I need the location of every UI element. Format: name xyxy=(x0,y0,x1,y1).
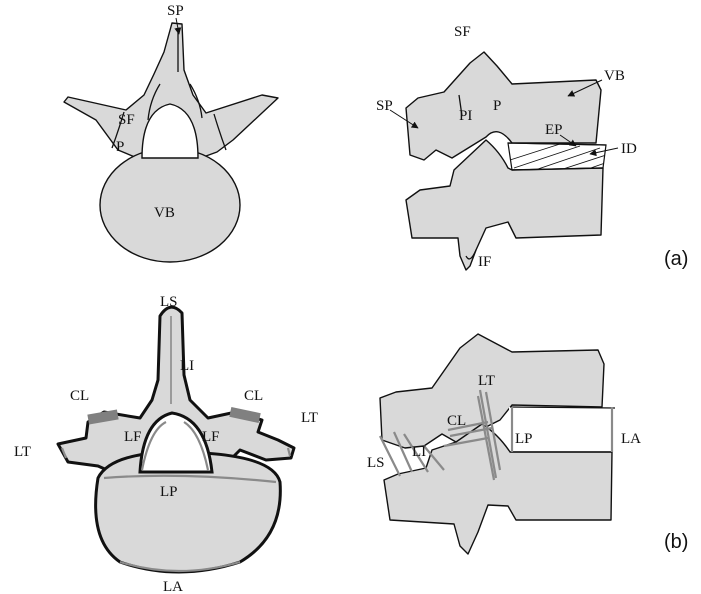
label-p: P xyxy=(116,139,124,155)
label-cl-right: CL xyxy=(244,388,263,404)
intervertebral-disc xyxy=(508,143,606,170)
vertebra-superior-view-a: SP SF P VB xyxy=(64,3,278,262)
label-cl-left: CL xyxy=(70,388,89,404)
vertebra-lateral-view-b: LT CL LS LI LP LA (b) xyxy=(367,334,688,554)
label-la: LA xyxy=(163,579,183,594)
label-sp: SP xyxy=(167,3,184,19)
vertebra-superior-view-b: LS LI CL CL LT LT LF LF LP LA xyxy=(14,294,318,594)
label-lp: LP xyxy=(160,484,178,500)
label-sf: SF xyxy=(118,112,135,128)
label-cl: CL xyxy=(447,413,466,429)
label-lp: LP xyxy=(515,431,533,447)
label-ls: LS xyxy=(367,455,385,471)
label-lf-right: LF xyxy=(202,429,220,445)
label-sp: SP xyxy=(376,98,393,114)
label-lt-right: LT xyxy=(301,410,318,426)
label-id: ID xyxy=(621,141,637,157)
label-p: P xyxy=(493,98,501,114)
label-lt-left: LT xyxy=(14,444,31,460)
panel-label-b: (b) xyxy=(664,531,688,553)
label-lt: LT xyxy=(478,373,495,389)
vertebra-lateral-view-a: SF SP PI P VB EP ID IF (a) xyxy=(376,24,688,270)
label-li: LI xyxy=(412,444,426,460)
panel-label-a: (a) xyxy=(664,248,688,270)
label-li: LI xyxy=(180,358,194,374)
label-sf: SF xyxy=(454,24,471,40)
label-lf-left: LF xyxy=(124,429,142,445)
label-vb: VB xyxy=(604,68,625,84)
label-la: LA xyxy=(621,431,641,447)
label-vb: VB xyxy=(154,205,175,221)
label-pi: PI xyxy=(459,108,472,124)
label-ep: EP xyxy=(545,122,563,138)
label-if: IF xyxy=(478,254,491,270)
label-ls: LS xyxy=(160,294,178,310)
